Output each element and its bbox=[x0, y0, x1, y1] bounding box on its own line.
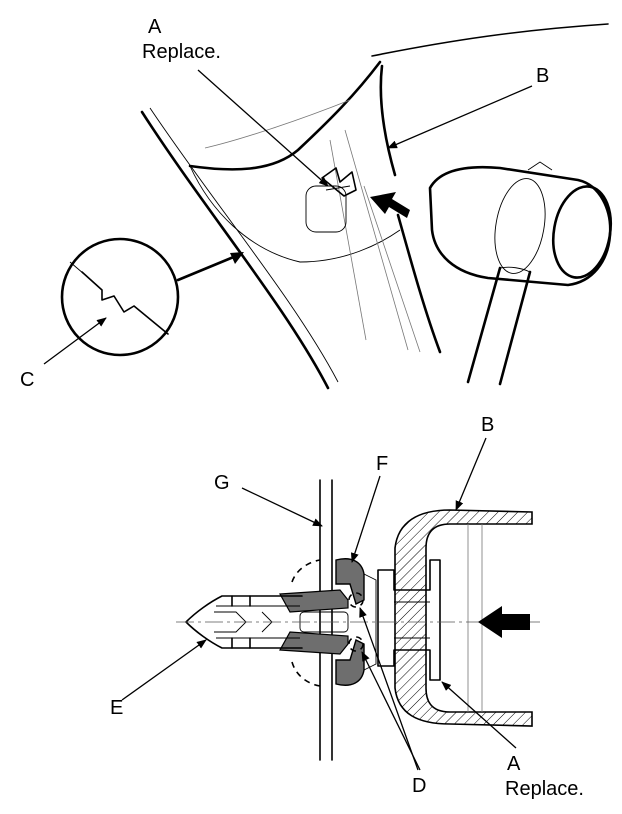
label-b-top: B bbox=[536, 65, 549, 87]
clip-a-section bbox=[377, 559, 441, 681]
label-g: G bbox=[214, 472, 230, 494]
catch-circle-upper bbox=[348, 592, 364, 608]
label-a-top-note: Replace. bbox=[142, 41, 221, 63]
top-illustration bbox=[43, 23, 613, 390]
detail-circle bbox=[60, 237, 180, 357]
rotation-arc-upper bbox=[291, 559, 321, 583]
label-b-bottom: B bbox=[481, 414, 494, 436]
clip-a-top bbox=[305, 167, 357, 233]
leader-a-top bbox=[197, 69, 329, 187]
label-f: F bbox=[376, 453, 388, 475]
leader-f bbox=[350, 475, 381, 563]
leader-b-bottom bbox=[455, 437, 487, 511]
leader-e bbox=[121, 639, 207, 701]
label-a-bottom: A bbox=[507, 753, 521, 775]
bottom-cross-section bbox=[121, 437, 540, 771]
detail-pointer-arrow bbox=[176, 252, 244, 282]
catch-circle-lower bbox=[348, 636, 364, 652]
pillar-edge bbox=[140, 107, 339, 390]
leader-d-2 bbox=[361, 651, 421, 771]
rotation-arc-lower bbox=[291, 661, 321, 687]
label-d: D bbox=[412, 775, 426, 797]
leader-b-top bbox=[387, 85, 533, 149]
leader-c bbox=[43, 317, 107, 365]
trim-panel-top bbox=[188, 23, 609, 354]
label-a-top: A bbox=[148, 16, 162, 38]
label-c: C bbox=[20, 369, 34, 391]
leader-a-bottom bbox=[441, 681, 517, 749]
push-arrow-bottom bbox=[478, 606, 530, 638]
pillar-sheet-g bbox=[319, 479, 333, 761]
mallet-icon bbox=[428, 161, 613, 386]
leader-d-1 bbox=[359, 607, 419, 771]
push-arrow-top bbox=[370, 192, 410, 218]
label-e: E bbox=[110, 697, 123, 719]
labels: A Replace. B C B F G E D A Replace. bbox=[20, 16, 584, 800]
label-a-bottom-note: Replace. bbox=[505, 778, 584, 800]
leader-g bbox=[241, 487, 323, 527]
